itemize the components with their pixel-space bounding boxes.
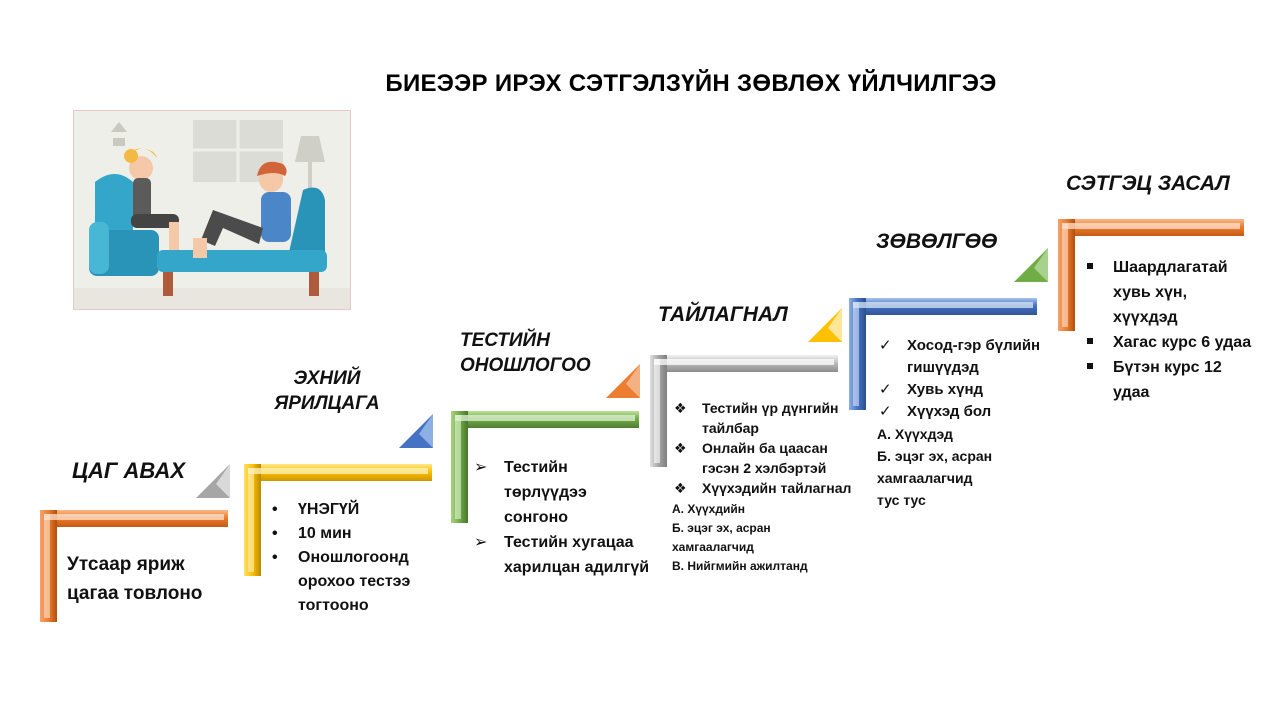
- step-bracket-reporting: [650, 355, 838, 467]
- list-item: ҮНЭГҮЙ: [268, 498, 438, 522]
- arrow-triangle-icon: [399, 414, 433, 448]
- list-item: Онлайн ба цаасан гэсэн 2 хэлбэртэй: [672, 438, 852, 478]
- list-item: Хүүхэд бол: [877, 401, 1057, 423]
- step-text-reporting: Тестийн үр дүнгийн тайлбар Онлайн ба цаа…: [672, 398, 852, 576]
- list-item: Тестийн төрлүүдээ сонгоно: [474, 455, 654, 530]
- step-text-test-diagnosis: Тестийн төрлүүдээ сонгоно Тестийн хугаца…: [474, 455, 654, 580]
- title-line: ЯРИЛЦАГА: [274, 393, 380, 414]
- list-item: Шаардлагатай хувь хүн, хүүхдэд: [1083, 255, 1253, 330]
- list-item: Бүтэн курс 12 удаа: [1083, 355, 1253, 405]
- title-line: ОНОШЛОГОО: [460, 355, 591, 376]
- counseling-illustration: [73, 110, 351, 310]
- sub-line: хамгаалагчид: [877, 470, 973, 486]
- list-item: Хагас курс 6 удаа: [1083, 330, 1253, 355]
- sub-line: Б. эцэг эх, асран: [672, 521, 771, 535]
- arrow-triangle-icon: [196, 464, 230, 498]
- step-title-counseling: ЗӨВӨЛГӨӨ: [876, 230, 998, 253]
- sub-line: Б. эцэг эх, асран: [877, 448, 993, 464]
- step-title-psychotherapy: СЭТГЭЦ ЗАСАЛ: [1066, 172, 1230, 195]
- step-bracket-counseling: [849, 298, 1037, 410]
- step-title-test-diagnosis: ТЕСТИЙН ОНОШЛОГОО: [460, 328, 591, 378]
- list-item: 10 мин: [268, 522, 438, 546]
- step-title-time-booking: ЦАГ АВАХ: [72, 458, 186, 483]
- list-item: Тестийн үр дүнгийн тайлбар: [672, 398, 852, 438]
- step-bracket-first-talk: [244, 464, 432, 576]
- step-text-psychotherapy: Шаардлагатай хувь хүн, хүүхдэд Хагас кур…: [1083, 255, 1253, 405]
- step-text-counseling: Хосод-гэр бүлийн гишүүдэд Хувь хүнд Хүүх…: [877, 335, 1057, 511]
- sub-line: В. Нийгмийн ажилтанд: [672, 559, 808, 573]
- sub-line: тус тус: [877, 492, 926, 508]
- list-item: Хүүхэдийн тайлагнал: [672, 478, 852, 498]
- step-title-reporting: ТАЙЛАГНАЛ: [658, 303, 788, 326]
- arrow-triangle-icon: [1014, 248, 1048, 282]
- sub-line: А. Хүүхдэд: [877, 426, 953, 442]
- list-item: Хосод-гэр бүлийн гишүүдэд: [877, 335, 1057, 379]
- list-item: Тестийн хугацаа харилцан адилгүй: [474, 530, 654, 580]
- step-bracket-time-booking: [40, 510, 228, 622]
- step-bracket-psychotherapy: [1058, 219, 1244, 331]
- title-line: ТЕСТИЙН: [460, 330, 550, 351]
- list-item: Хувь хүнд: [877, 379, 1057, 401]
- arrow-triangle-icon: [808, 308, 842, 342]
- sub-line: хамгаалагчид: [672, 540, 754, 554]
- text-line: Утсаар яриж: [67, 554, 185, 575]
- sub-line: А. Хүүхдийн: [672, 502, 745, 516]
- page-title: БИЕЭЭР ИРЭХ СЭТГЭЛЗҮЙН ЗӨВЛӨХ ҮЙЛЧИЛГЭЭ: [385, 70, 997, 97]
- step-title-first-talk: ЭХНИЙ ЯРИЛЦАГА: [272, 366, 382, 416]
- list-item: Оношлогоонд орохоо тестээ тогтооно: [268, 546, 438, 618]
- text-line: цагаа товлоно: [67, 583, 203, 604]
- step-bracket-test-diagnosis: [451, 411, 639, 523]
- step-text-first-talk: ҮНЭГҮЙ 10 мин Оношлогоонд орохоо тестээ …: [268, 498, 438, 618]
- arrow-triangle-icon: [606, 364, 640, 398]
- step-text-time-booking: Утсаар яриж цагаа товлоно: [67, 550, 202, 608]
- title-line: ЭХНИЙ: [293, 368, 361, 389]
